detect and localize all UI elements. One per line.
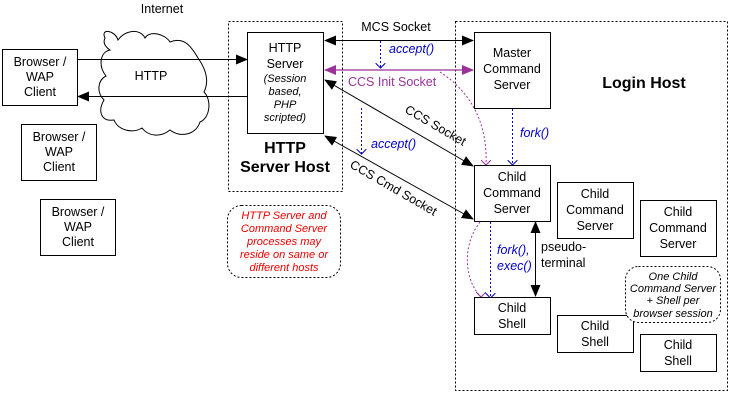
svg-text:Child: Child — [664, 205, 693, 219]
http-server-host-container — [228, 21, 343, 192]
mcs-socket-label: MCS Socket — [361, 20, 431, 34]
svg-text:Client: Client — [62, 235, 94, 249]
browser-client-1[interactable]: Browser / WAP Client — [2, 49, 78, 106]
ccs-init-socket-label: CCS Init Socket — [348, 75, 437, 89]
svg-text:(Session: (Session — [264, 73, 307, 85]
svg-text:Command: Command — [483, 186, 541, 200]
svg-text:Child: Child — [498, 170, 527, 184]
svg-text:Child: Child — [664, 338, 693, 352]
svg-text:Client: Client — [24, 85, 56, 99]
svg-text:Shell: Shell — [498, 317, 526, 331]
login-host-label: Login Host — [602, 75, 686, 92]
svg-text:Server: Server — [267, 57, 304, 71]
svg-text:Command: Command — [483, 62, 541, 76]
svg-text:Command Server: Command Server — [241, 223, 329, 235]
http-server-host-label-2: Server Host — [240, 159, 330, 176]
svg-text:based,: based, — [268, 86, 301, 98]
child-command-server-box-1[interactable]: Child Command Server — [474, 165, 551, 222]
fork-exec-label-2: exec() — [497, 259, 532, 273]
purple-fork-exec-arrow — [466, 221, 481, 297]
master-command-server-box[interactable]: Master Command Server — [474, 32, 551, 109]
accept-label-1: accept() — [389, 42, 434, 56]
svg-text:Child: Child — [581, 319, 610, 333]
pseudo-terminal-label-2: terminal — [541, 256, 585, 270]
child-shell-box-3[interactable]: Child Shell — [640, 334, 717, 372]
svg-text:Server: Server — [577, 219, 614, 233]
svg-text:HTTP Server and: HTTP Server and — [241, 210, 327, 222]
ccs-cmd-socket-label: CCS Cmd Socket — [348, 157, 440, 218]
svg-text:Child: Child — [581, 187, 610, 201]
session-note: One Child Command Server + Shell per bro… — [625, 266, 721, 323]
svg-text:Command: Command — [649, 221, 707, 235]
svg-text:One Child: One Child — [649, 271, 699, 283]
svg-text:Command Server: Command Server — [630, 283, 718, 295]
fork-label: fork() — [520, 126, 549, 140]
child-command-server-box-2[interactable]: Child Command Server — [557, 182, 634, 239]
svg-text:Browser /: Browser / — [33, 130, 86, 144]
browser-client-3[interactable]: Browser / WAP Client — [40, 199, 116, 256]
ccs-socket-arrow — [324, 79, 474, 167]
http-label: HTTP — [135, 69, 168, 83]
hosts-note: HTTP Server and Command Server processes… — [227, 205, 341, 278]
svg-text:Shell: Shell — [664, 354, 692, 368]
svg-text:reside on same or: reside on same or — [240, 249, 329, 261]
fork-exec-label-1: fork(), — [497, 243, 530, 257]
svg-text:HTTP: HTTP — [269, 41, 302, 55]
http-server-box[interactable]: HTTP Server (Session based, PHP scripted… — [247, 32, 324, 134]
svg-text:Shell: Shell — [581, 335, 609, 349]
svg-text:Server: Server — [660, 237, 697, 251]
svg-text:processes may: processes may — [246, 236, 322, 248]
svg-text:Browser /: Browser / — [14, 55, 67, 69]
svg-text:+ Shell per: + Shell per — [647, 295, 701, 307]
svg-text:different hosts: different hosts — [249, 262, 319, 274]
svg-text:Server: Server — [494, 202, 531, 216]
svg-text:PHP: PHP — [274, 99, 297, 111]
http-server-host-label: HTTP — [264, 140, 306, 157]
svg-text:WAP: WAP — [64, 220, 92, 234]
accept-label-2: accept() — [371, 137, 416, 151]
internet-cloud-icon — [98, 31, 210, 136]
svg-text:Server: Server — [494, 78, 531, 92]
child-shell-box-1[interactable]: Child Shell — [474, 297, 551, 335]
svg-text:scripted): scripted) — [264, 112, 307, 124]
pseudo-terminal-label-1: pseudo- — [541, 240, 586, 254]
child-command-server-box-3[interactable]: Child Command Server — [640, 200, 717, 257]
svg-text:Browser /: Browser / — [52, 205, 105, 219]
svg-text:Client: Client — [43, 160, 75, 174]
svg-text:Command: Command — [566, 203, 624, 217]
ccs-cmd-socket-arrow — [324, 135, 474, 220]
svg-text:WAP: WAP — [45, 145, 73, 159]
svg-text:Master: Master — [493, 46, 531, 60]
child-shell-box-2[interactable]: Child Shell — [557, 315, 634, 353]
browser-client-2[interactable]: Browser / WAP Client — [21, 124, 97, 181]
svg-text:browser session: browser session — [633, 308, 712, 320]
internet-label: Internet — [141, 2, 184, 16]
svg-text:Child: Child — [498, 301, 527, 315]
svg-text:WAP: WAP — [26, 70, 54, 84]
